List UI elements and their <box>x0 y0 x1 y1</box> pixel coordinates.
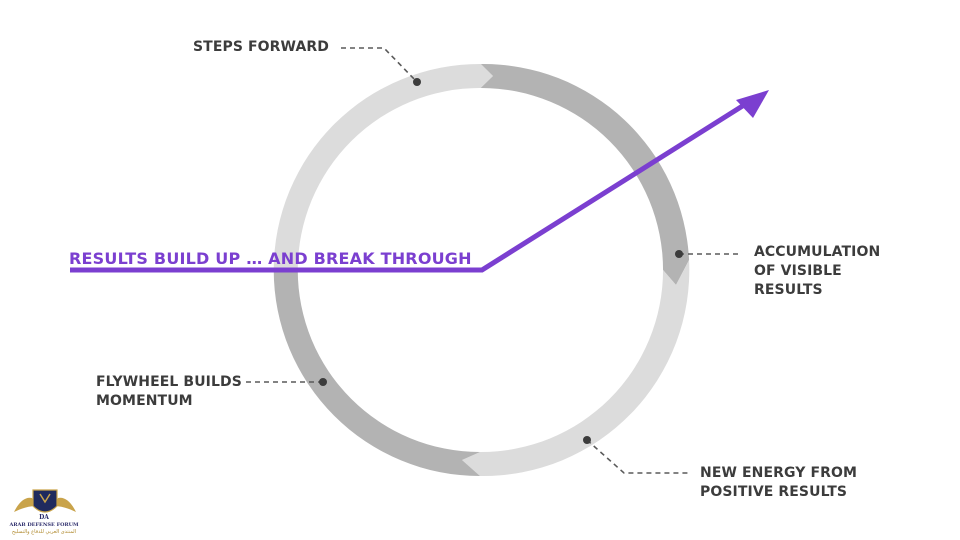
leader-steps-forward <box>341 47 418 83</box>
dot-new-energy <box>583 436 591 444</box>
label-line: FLYWHEEL BUILDS <box>96 374 242 390</box>
label-accumulation: ACCUMULATION OF VISIBLE RESULTS <box>754 243 880 300</box>
dot-accumulation <box>675 250 683 258</box>
breakthrough-arrow <box>70 90 769 273</box>
logo: DA ARAB DEFENSE FORUM المنتدى العربي للد… <box>4 484 84 538</box>
label-line: ACCUMULATION <box>754 244 881 260</box>
logo-tagline: المنتدى العربي للدفاع والتسليح <box>11 529 77 535</box>
ring-segment-flywheel <box>273 270 480 477</box>
label-line: OF VISIBLE <box>754 263 842 279</box>
logo-monogram: DA <box>39 514 49 521</box>
label-new-energy: NEW ENERGY FROM POSITIVE RESULTS <box>700 464 857 502</box>
dot-steps-forward <box>413 78 421 86</box>
flywheel-ring <box>273 63 690 477</box>
label-line: POSITIVE RESULTS <box>700 484 848 500</box>
dot-flywheel <box>319 378 327 386</box>
logo-name: ARAB DEFENSE FORUM <box>9 522 79 528</box>
leader-new-energy <box>586 439 690 474</box>
label-line: MOMENTUM <box>96 393 193 409</box>
label-line: RESULTS <box>754 282 823 298</box>
arrow-head-icon <box>736 90 769 118</box>
ring-segment-new-energy <box>462 260 690 477</box>
label-steps-forward: STEPS FORWARD <box>193 38 329 57</box>
ring-segment-steps-forward <box>273 63 493 271</box>
ring-segment-accumulation <box>480 63 690 286</box>
leader-dots <box>319 78 683 444</box>
label-flywheel: FLYWHEEL BUILDS MOMENTUM <box>96 373 242 411</box>
logo-emblem-icon <box>14 489 76 513</box>
label-line: STEPS FORWARD <box>193 39 330 55</box>
label-line: NEW ENERGY FROM <box>700 465 858 481</box>
leader-lines <box>246 47 742 474</box>
headline: RESULTS BUILD UP … AND BREAK THROUGH <box>69 249 472 268</box>
